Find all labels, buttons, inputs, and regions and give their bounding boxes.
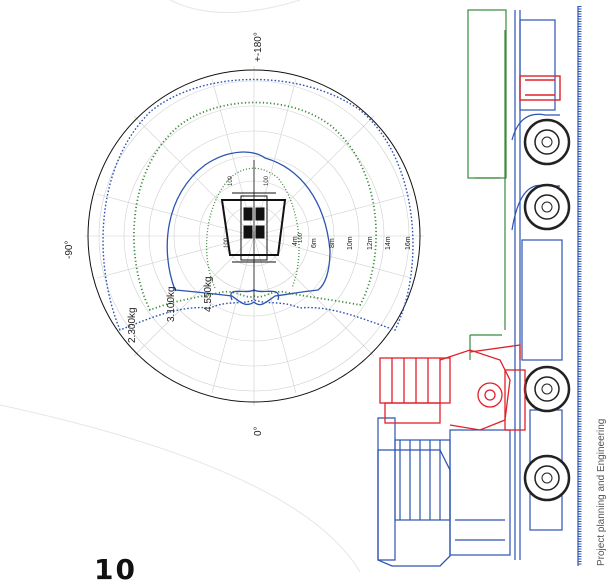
page-number: 10 [94, 553, 137, 586]
background-arc [169, 0, 301, 13]
load-curve-3100kg [133, 101, 377, 312]
load-chart-diagram: 100 100 100 100 4m 6m 8m 10m 12m 14m 16m… [0, 0, 582, 572]
radius-label-14m: 14m [385, 236, 392, 250]
radius-label-12m: 12m [367, 236, 374, 250]
angle-label-bottom: 0° [253, 426, 264, 436]
mark-label: 100 [264, 175, 270, 186]
load-label-4550kg: 4.550kg [203, 276, 214, 312]
wheel [523, 183, 571, 231]
radius-label-10m: 10m [347, 236, 354, 250]
mark-label: 100 [298, 232, 304, 243]
mark-label: 100 [228, 175, 234, 186]
radius-label-6m: 6m [311, 238, 318, 248]
angle-label-top: +-180° [253, 32, 264, 62]
outer-circle [87, 69, 421, 403]
radius-label-8m: 8m [329, 238, 336, 248]
background-arc [0, 404, 361, 572]
boom-outline [467, 9, 507, 360]
crane-base [220, 160, 287, 300]
angle-label-left: -90° [64, 241, 75, 259]
load-curve-2300kg [102, 78, 414, 331]
radius-label-16m: 16m [405, 236, 412, 250]
rear-outrigger [519, 75, 561, 101]
load-curve-4550kg [166, 151, 331, 306]
mark-label: 100 [224, 237, 230, 248]
load-label-3100kg: 3.100kg [166, 286, 177, 322]
crane-assembly [379, 344, 526, 431]
wheel [523, 454, 571, 502]
wheel [523, 118, 571, 166]
radius-label-4m: 4m [292, 236, 299, 246]
load-label-2300kg: 2.300kg [127, 307, 138, 343]
side-caption: Project planning and Engineering [596, 418, 607, 566]
truck-cab [377, 449, 451, 567]
wheel [523, 365, 571, 413]
load-curve-4550kg-dotted [206, 167, 300, 289]
